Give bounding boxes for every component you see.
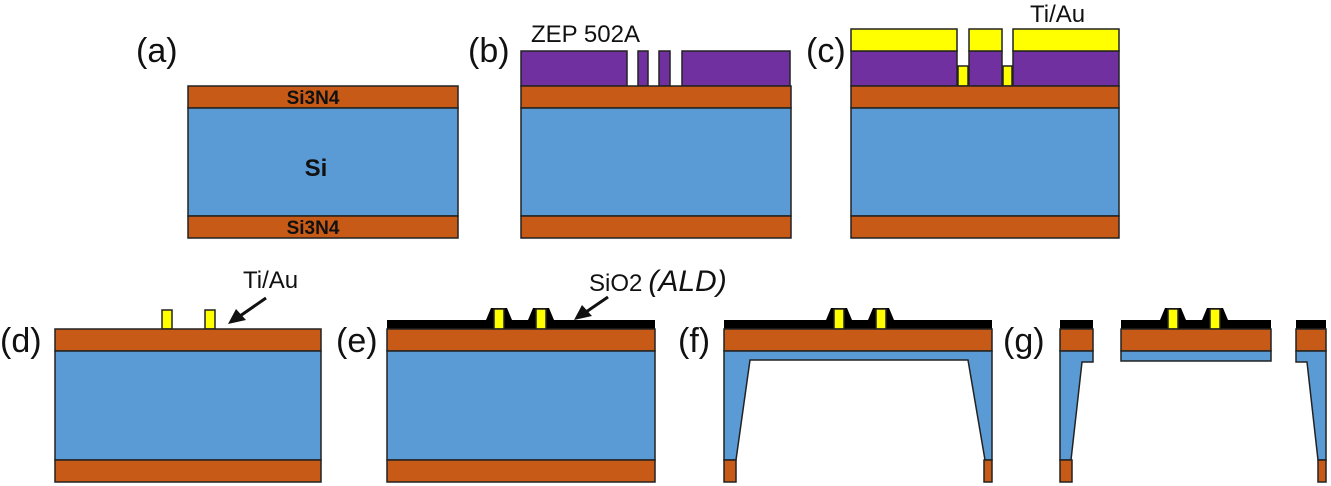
panel-c-resist-middle [968, 50, 1003, 87]
panel-g-membrane-si [1120, 350, 1272, 362]
panel-c-metal-trench-1 [957, 65, 969, 87]
panel-f-si3n4-foot-left [723, 459, 737, 483]
panel-b-si-core [520, 107, 792, 217]
panel-c-metal-middle [968, 28, 1003, 52]
panel-c-metal-left [850, 28, 958, 52]
panel-b: (b) ZEP 502A [468, 21, 792, 239]
panel-d-label: (d) [0, 322, 42, 360]
panel-c-label: (c) [806, 32, 846, 70]
panel-g-left-si-frame [1059, 350, 1094, 461]
panel-d: (d) Ti/Au [0, 267, 322, 483]
panel-e-oxide-method: (ALD) [648, 265, 726, 298]
panel-g-right-sio2 [1296, 320, 1326, 329]
panel-e-oxide-subscript: 2 [629, 270, 642, 297]
panel-g-right-si3n4 [1295, 328, 1327, 352]
panel-b-resist-pillar-2 [658, 50, 671, 87]
panel-f-si3n4-foot-right [983, 459, 993, 483]
panel-f-si3n4-membrane [723, 328, 993, 352]
panel-g-membrane-si3n4 [1120, 328, 1272, 352]
panel-f-label: (f) [678, 322, 710, 360]
panel-a-si3n4-bottom [187, 215, 459, 239]
panel-g-left-si3n4 [1059, 328, 1094, 352]
panel-e-oxide-annotation: SiO2(ALD) [589, 265, 727, 298]
panel-b-resist-pillar-1 [637, 50, 649, 87]
panel-g-right-si-frame [1295, 350, 1327, 461]
panel-c-si3n4-top [850, 85, 1120, 109]
panel-e-si-core [386, 350, 656, 461]
panel-f: (f) [678, 308, 993, 483]
panel-b-si3n4-bottom [520, 215, 792, 239]
panel-g-left-sio2 [1060, 320, 1093, 329]
panel-e-metal-contact-2 [535, 308, 547, 330]
panel-c-metal-trench-2 [1002, 65, 1013, 87]
panel-b-resist-annotation: ZEP 502A [531, 21, 640, 48]
panel-e-si3n4-bottom [386, 459, 656, 483]
panel-a-si3n4-top-label: Si3N4 [287, 88, 340, 109]
panel-f-si-etched-frame [723, 350, 993, 461]
panel-g-metal-contact-2 [1209, 308, 1221, 330]
panel-g-label: (g) [1003, 322, 1045, 360]
panel-c-metal-right [1012, 28, 1120, 52]
panel-c-resist-left [850, 50, 958, 87]
panel-e-arrow [574, 295, 609, 320]
panel-g-membrane-sio2 [1121, 320, 1271, 329]
panel-g-metal-contact-1 [1167, 308, 1179, 330]
panel-b-si3n4-top [520, 85, 792, 109]
panel-d-metal-contact-2 [204, 309, 216, 330]
panel-g-right-foot [1317, 459, 1327, 483]
panel-c-si-core [850, 107, 1120, 217]
panel-d-metal-contact-1 [161, 309, 173, 330]
panel-d-metal-annotation: Ti/Au [243, 267, 298, 294]
panel-e: (e) SiO2(ALD) [336, 265, 727, 483]
panel-f-metal-contact-2 [875, 308, 887, 330]
panel-d-arrow [228, 296, 267, 324]
panel-e-sio2-layer [387, 320, 655, 329]
panel-e-si3n4-top [386, 328, 656, 352]
panel-c: (c) Ti/Au [806, 1, 1120, 239]
panel-g: (g) [1003, 308, 1327, 483]
panel-a: (a) Si3N4 Si Si3N4 [136, 32, 459, 239]
panel-a-si3n4-bottom-label: Si3N4 [287, 218, 340, 239]
panel-e-oxide-formula: SiO [589, 270, 629, 297]
panel-e-label: (e) [336, 322, 378, 360]
panel-c-si3n4-bottom [850, 215, 1120, 239]
panel-e-metal-contact-1 [493, 308, 505, 330]
panel-d-si3n4-top [54, 328, 322, 352]
panel-a-si-label: Si [305, 155, 328, 182]
panel-g-left-foot [1059, 459, 1073, 483]
panel-c-resist-right [1012, 50, 1120, 87]
panel-b-resist-left [520, 50, 628, 87]
panel-a-label: (a) [136, 32, 178, 70]
panel-f-sio2-layer [724, 320, 992, 329]
panel-c-metal-annotation: Ti/Au [1030, 1, 1085, 28]
panel-b-label: (b) [468, 32, 510, 70]
panel-b-resist-right [681, 50, 791, 87]
panel-d-si3n4-bottom [54, 459, 322, 483]
panel-f-metal-contact-1 [833, 308, 845, 330]
panel-d-si-core [54, 350, 322, 461]
panel-a-si-core [187, 107, 459, 217]
